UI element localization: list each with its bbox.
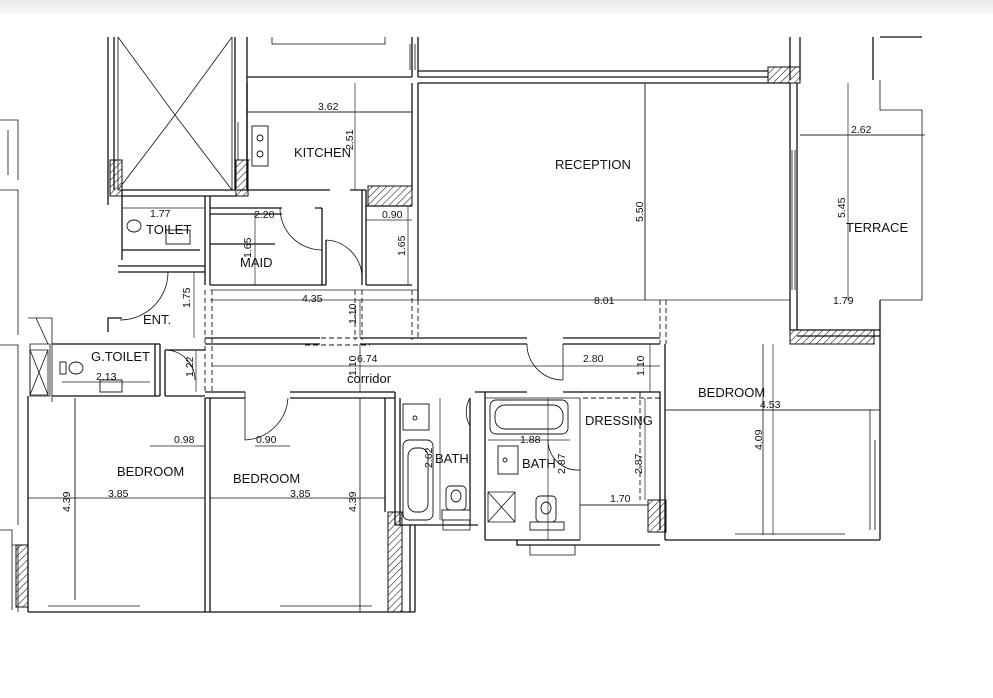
dim-corridor-span: 6.74 (357, 353, 378, 365)
dim-toilet-width: 1.77 (150, 208, 171, 220)
room-label-entrance: ENT. (143, 312, 171, 327)
dim-bedroom-left-depth: 4.39 (61, 491, 73, 512)
dim-bedroom-right-depth: 4.09 (753, 429, 765, 450)
dim-bedroom-middle-width: 3.85 (290, 488, 311, 500)
dim-corridor-mid-depth: 1.10 (347, 355, 359, 376)
dim-bath-right-width: 1.88 (520, 434, 541, 446)
dim-bath-right-depth: 2.87 (556, 453, 568, 474)
dim-bath-left-depth: 2.62 (423, 447, 435, 468)
dim-bedroom-middle-depth: 4.39 (347, 491, 359, 512)
room-label-kitchen: KITCHEN (294, 145, 351, 160)
dim-bedroom-left-nib: 0.98 (174, 434, 195, 446)
dim-bedroom-right-width: 4.53 (760, 399, 781, 411)
structural-columns (15, 66, 875, 613)
dim-store-depth: 1.65 (396, 235, 408, 256)
dim-corridor-right-span: 2.80 (583, 353, 604, 365)
dim-bedroom-middle-nib: 0.90 (256, 434, 277, 446)
dimension-lines (62, 83, 922, 600)
room-label-bedroom-middle: BEDROOM (233, 471, 300, 486)
room-label-dressing: DRESSING (585, 413, 653, 428)
dim-entrance-depth: 1.75 (181, 287, 193, 308)
dim-guest-toilet-width: 2.13 (96, 371, 117, 383)
window-top-bar (0, 0, 993, 14)
dim-hall-main-span: 8.01 (594, 295, 615, 307)
dim-hall-left-span: 4.35 (302, 293, 323, 305)
dim-bedroom-left-width: 3.85 (108, 488, 129, 500)
dim-maid-depth: 1.65 (242, 237, 254, 258)
dim-corridor-left-depth: 1.22 (184, 356, 196, 377)
dim-reception-depth: 5.50 (634, 201, 646, 222)
service-shafts (29, 36, 516, 523)
walls (0, 36, 925, 613)
room-label-reception: RECEPTION (555, 157, 631, 172)
dim-dressing-width: 1.70 (610, 493, 631, 505)
dim-hall-mid-depth: 1.10 (347, 303, 359, 324)
room-label-corridor: corridor (347, 371, 392, 386)
room-label-toilet: TOILET (146, 222, 191, 237)
windows (48, 44, 845, 613)
dim-kitchen-width: 3.62 (318, 101, 339, 113)
dim-corridor-right-depth: 1.10 (635, 355, 647, 376)
dim-kitchen-depth: 2.51 (344, 129, 356, 150)
room-label-bedroom-left: BEDROOM (117, 464, 184, 479)
room-label-terrace: TERRACE (846, 220, 908, 235)
fixtures (59, 125, 569, 531)
beam-lines (204, 290, 667, 500)
room-labels: KITCHEN RECEPTION TERRACE TOILET MAID EN… (91, 145, 908, 486)
dim-terrace-depth: 5.45 (836, 197, 848, 218)
dim-store-width: 0.90 (382, 209, 403, 221)
room-label-maid: MAID (240, 255, 273, 270)
dim-terrace-width: 2.62 (851, 124, 872, 136)
dim-dressing-depth: 2.87 (633, 453, 645, 474)
room-label-bedroom-right: BEDROOM (698, 385, 765, 400)
dim-maid-width: 2.20 (254, 209, 275, 221)
room-label-guest-toilet: G.TOILET (91, 349, 150, 364)
doors (35, 207, 581, 471)
room-label-bath-right: BATH (522, 456, 556, 471)
room-label-bath-left: BATH (435, 451, 469, 466)
dimension-labels: 3.62 2.51 5.50 2.62 5.45 1.77 2.20 1.65 … (61, 101, 872, 512)
dim-hall-right-span: 1.79 (833, 295, 854, 307)
